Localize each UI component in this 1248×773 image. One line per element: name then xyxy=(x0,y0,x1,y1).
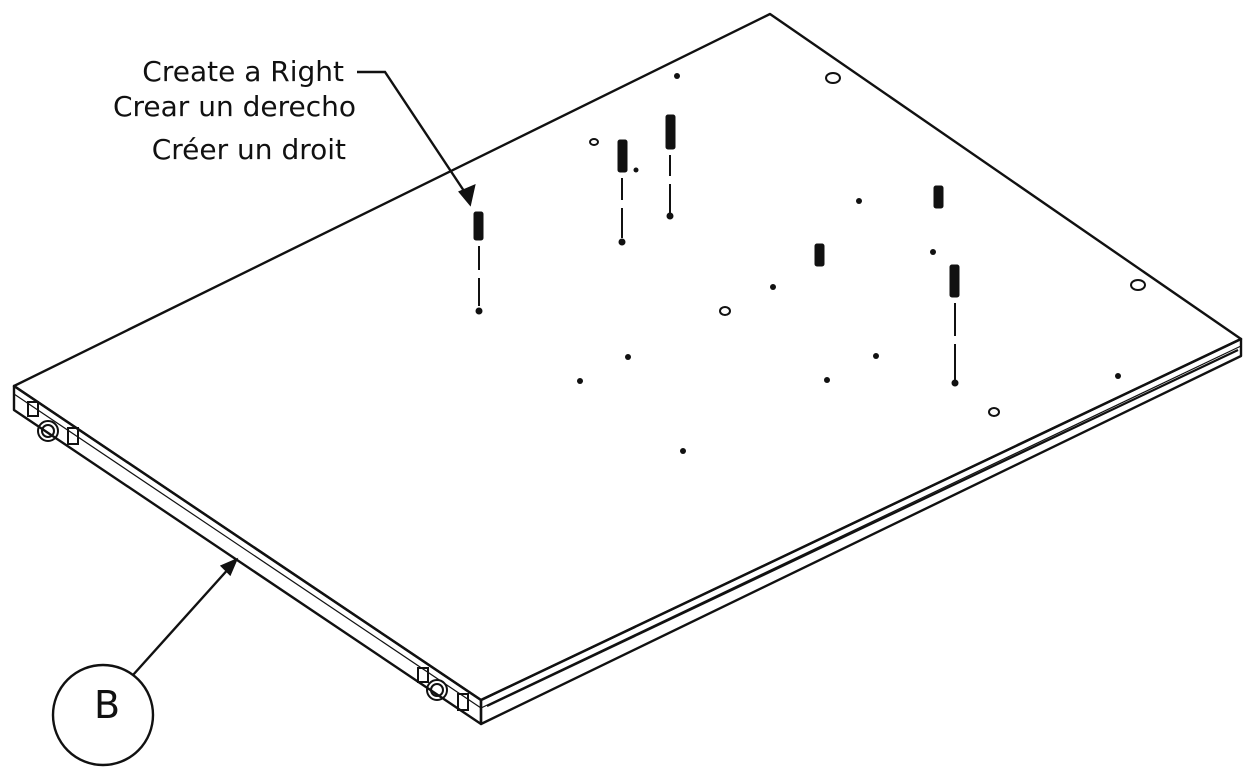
callout-english: Create a Right xyxy=(142,55,344,88)
panel-holes xyxy=(577,73,1121,454)
panel-front-edge xyxy=(12,384,483,726)
part-bubble-circle xyxy=(51,663,155,767)
cam-bolts xyxy=(473,114,960,387)
cam-fitting-left xyxy=(27,401,79,445)
callout-leader xyxy=(357,70,476,207)
panel-countersinks xyxy=(589,72,1146,417)
callout-spanish: Crear un derecho xyxy=(112,90,356,123)
callout-french: Créer un droit xyxy=(151,133,346,166)
part-bubble-letter: B xyxy=(93,683,121,727)
bubble-leader xyxy=(132,557,239,676)
panel-right-edge xyxy=(479,337,1243,726)
cam-fitting-right xyxy=(417,667,469,711)
